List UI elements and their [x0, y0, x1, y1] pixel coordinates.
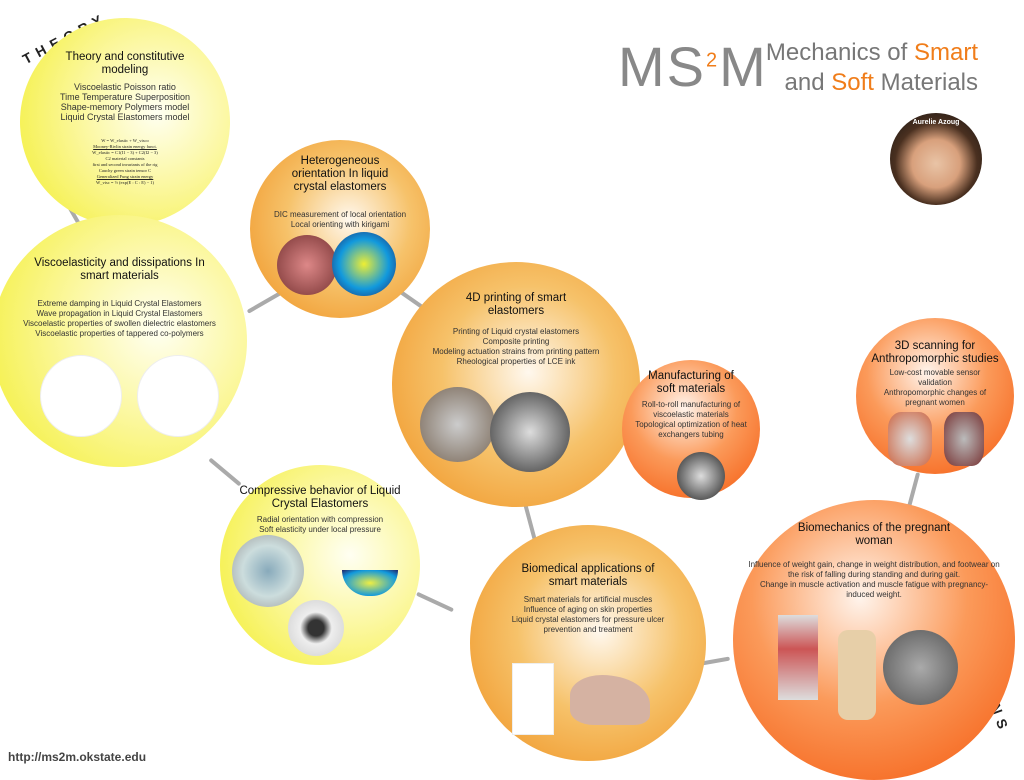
manuf-items: Roll-to-roll manufacturing of viscoelast…	[635, 400, 747, 439]
person-name: Aurelie Azoug	[912, 119, 960, 126]
compress-title: Compressive behavior of Liquid Crystal E…	[239, 485, 401, 510]
body-scan-image	[838, 630, 876, 720]
website-url[interactable]: http://ms2m.okstate.edu	[8, 750, 147, 764]
gait-lab-photo	[883, 630, 958, 705]
dic-map-image	[332, 232, 396, 296]
scan-title: 3D scanning for Anthropomorphic studies	[871, 340, 999, 365]
scan-circle: 3D scanning for Anthropomorphic studies …	[856, 318, 1014, 474]
logo-line-1: Mechanics of Smart	[765, 39, 978, 66]
logo: MS2M Mechanics of Smart and Soft Materia…	[618, 35, 978, 98]
damping-plot-image	[40, 355, 122, 437]
biomed-circle: Biomedical applications of smart materia…	[470, 525, 706, 761]
skeleton-model-image	[778, 615, 818, 700]
scan-figure-image	[944, 412, 984, 466]
theory-title: Theory and constitutive modeling	[65, 51, 185, 76]
print4d-title: 4D printing of smart elastomers	[465, 292, 567, 317]
manuf-circle: Manufacturing of soft materials Roll-to-…	[622, 360, 760, 500]
print4d-circle: 4D printing of smart elastomers Printing…	[392, 262, 640, 507]
tubing-image	[677, 452, 725, 500]
fe-pressure-image	[342, 570, 398, 596]
connector	[416, 591, 454, 613]
connector	[208, 457, 242, 487]
limb-diagram-image	[512, 663, 554, 735]
person-photo: Aurelie Azoug	[890, 113, 982, 205]
printer-image-1	[420, 387, 495, 462]
foot-model-image	[570, 675, 650, 725]
visco-title: Viscoelasticity and dissipations In smar…	[34, 257, 205, 282]
scan-figure-image	[888, 412, 932, 466]
visco-items: Extreme damping in Liquid Crystal Elasto…	[23, 299, 216, 338]
hetero-circle: Heterogeneous orientation In liquid crys…	[250, 140, 430, 318]
biomech-circle: Biomechanics of the pregnant woman Influ…	[733, 500, 1015, 780]
wave-plot-image	[137, 355, 219, 437]
logo-line-2: and Soft Materials	[784, 69, 978, 96]
biomech-title: Biomechanics of the pregnant woman	[797, 522, 951, 547]
printer-image-2	[490, 392, 570, 472]
hetero-title: Heterogeneous orientation In liquid crys…	[291, 155, 389, 193]
indent-sample-image	[288, 600, 344, 656]
manuf-title: Manufacturing of soft materials	[648, 370, 734, 395]
theory-circle: Theory and constitutive modeling Viscoel…	[20, 18, 230, 226]
connector	[522, 502, 538, 542]
lce-disk-image	[232, 535, 304, 607]
biomech-items: Influence of weight gain, change in weig…	[748, 560, 1000, 599]
biomed-title: Biomedical applications of smart materia…	[521, 563, 655, 588]
kirigami-image	[277, 235, 337, 295]
compress-circle: Compressive behavior of Liquid Crystal E…	[220, 465, 420, 665]
visco-circle: Viscoelasticity and dissipations In smar…	[0, 215, 247, 467]
